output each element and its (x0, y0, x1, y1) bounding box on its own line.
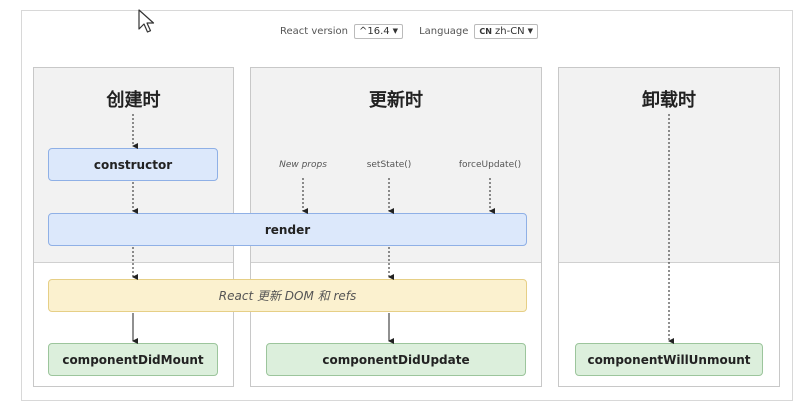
language-select[interactable]: CN zh-CN ▼ (474, 23, 539, 39)
column-title-unmount: 卸载时 (642, 90, 696, 111)
render-box: render (48, 213, 527, 246)
column-title-mount: 创建时 (106, 90, 161, 111)
top-controls: React version ^16.4 ▼ Language CN zh-CN … (280, 22, 539, 40)
language-label: Language (419, 25, 469, 37)
language-code-badge: CN (479, 26, 492, 36)
react-version-value: ^16.4 (359, 25, 390, 37)
trigger-new-props: New props (279, 160, 327, 170)
constructor-box: constructor (48, 148, 218, 181)
mouse-cursor-icon (138, 9, 155, 33)
trigger-force-update: forceUpdate() (458, 160, 522, 170)
react-update-dom-box: React 更新 DOM 和 refs (48, 279, 527, 312)
component-did-update-box: componentDidUpdate (266, 343, 526, 376)
language-value: zh-CN (495, 25, 525, 37)
trigger-set-state: setState() (366, 160, 412, 170)
react-version-select[interactable]: ^16.4 ▼ (354, 23, 404, 39)
react-version-label: React version (280, 25, 349, 37)
column-title-update: 更新时 (369, 90, 423, 111)
column-unmount: 卸载时 (558, 67, 780, 387)
component-will-unmount-box: componentWillUnmount (575, 343, 763, 376)
dropdown-arrow-icon: ▼ (527, 27, 534, 35)
component-did-mount-box: componentDidMount (48, 343, 218, 376)
dropdown-arrow-icon: ▼ (392, 27, 399, 35)
